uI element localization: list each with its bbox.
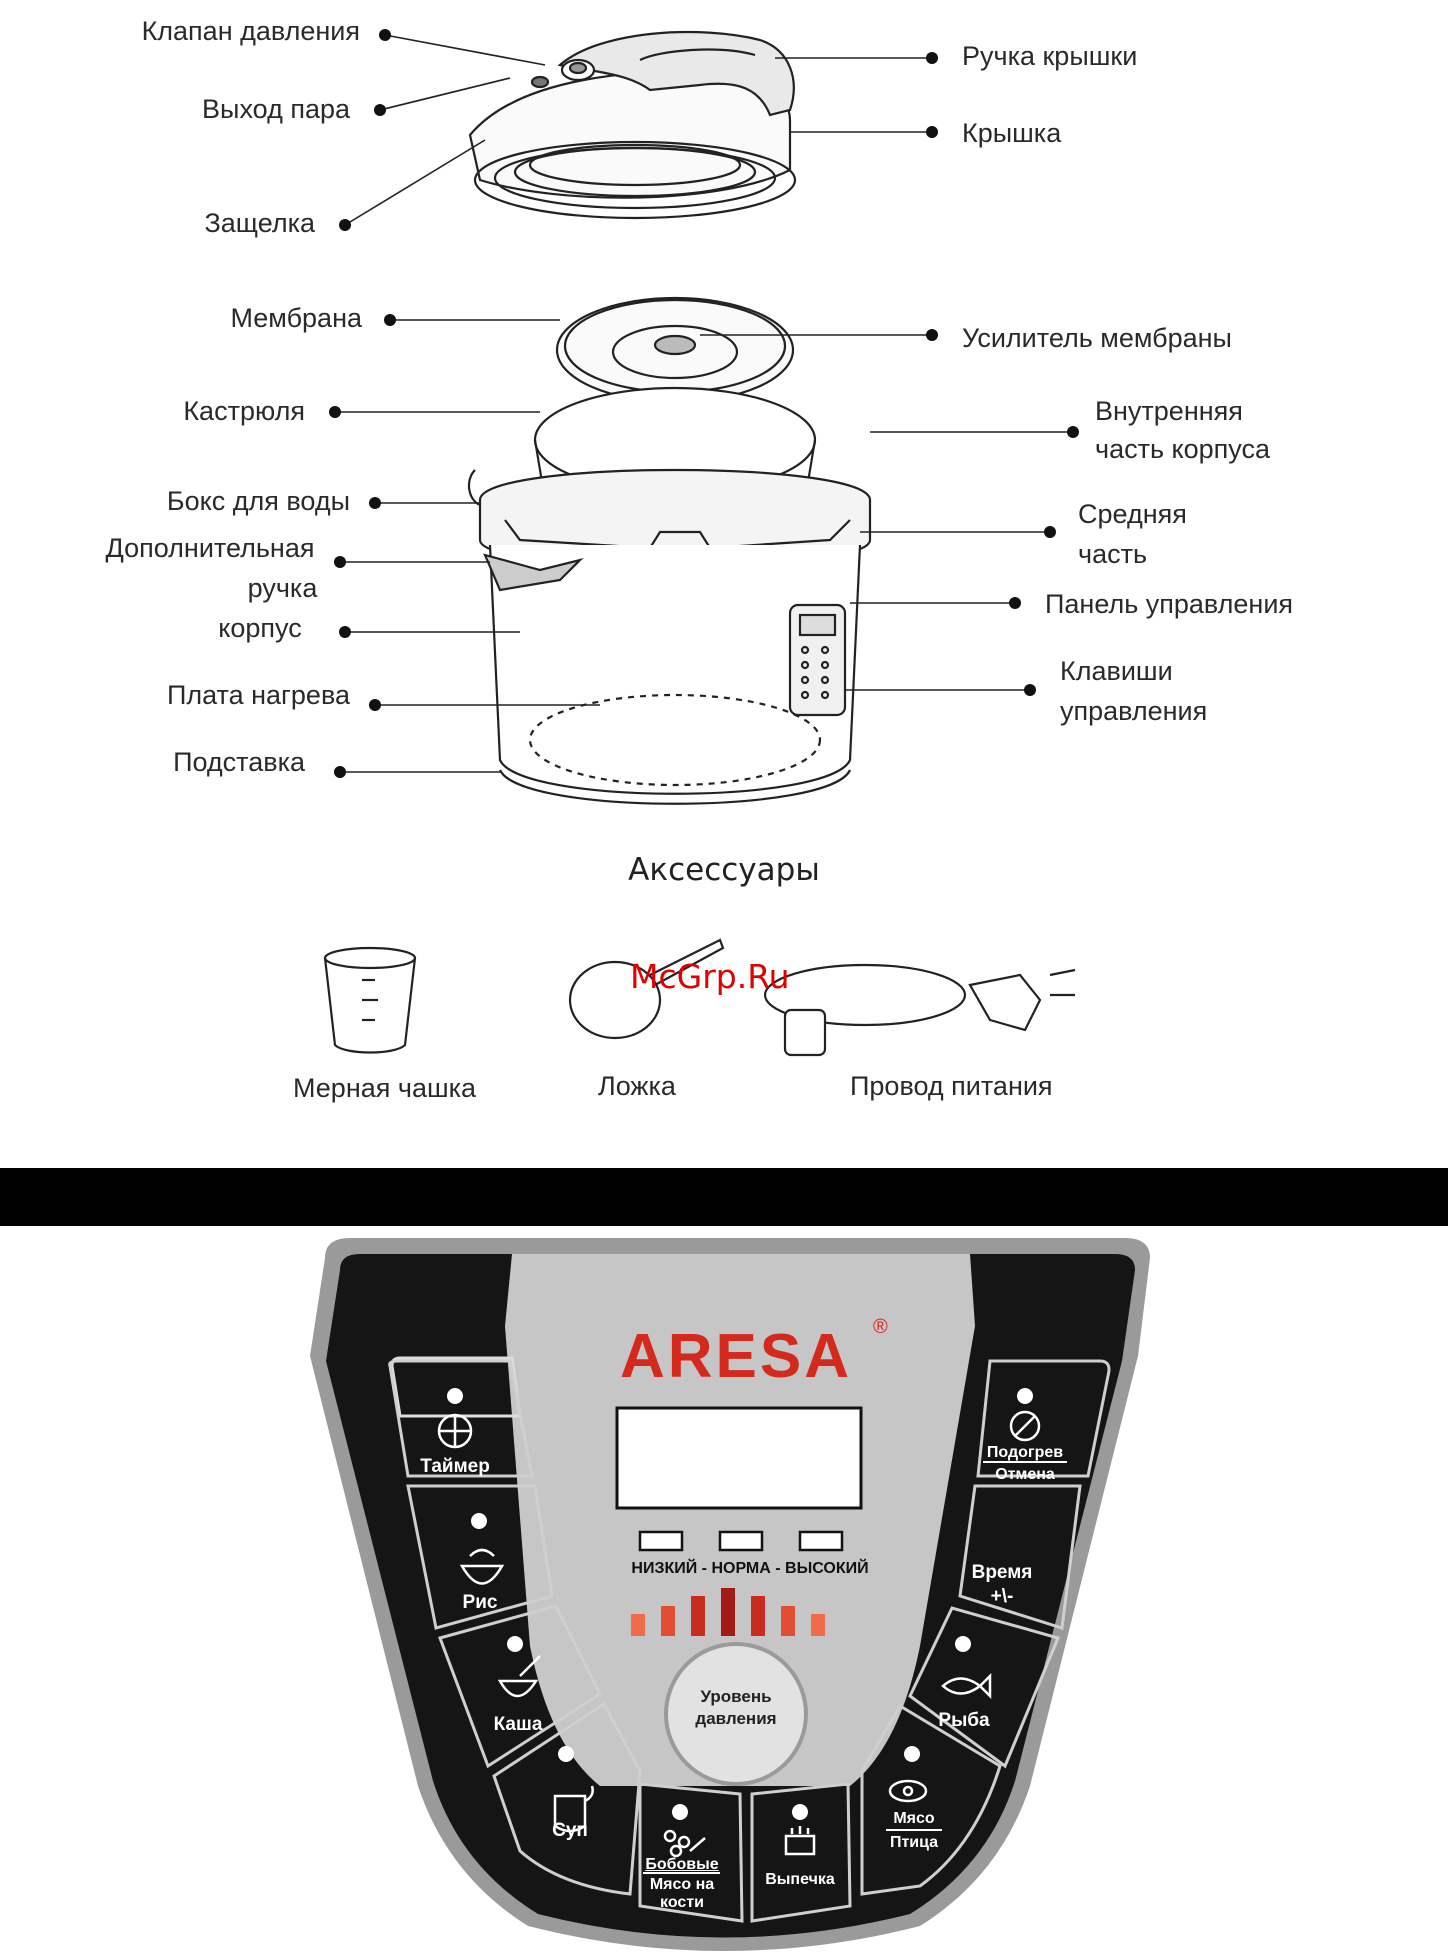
label-steam-outlet: Выход пара [202, 94, 350, 124]
fish-button[interactable]: Рыба [938, 1710, 990, 1731]
label-extra-handle-2: ручка [247, 573, 318, 603]
timer-button[interactable]: Таймер [420, 1456, 490, 1477]
label-middle-2: часть [1078, 539, 1148, 569]
lcd-display [615, 1406, 863, 1510]
label-stand: Подставка [173, 747, 305, 777]
pressure-bar [751, 1596, 765, 1636]
label-control-keys-2: управления [1060, 696, 1208, 726]
pressure-bar [811, 1614, 825, 1636]
measuring-cup-drawing [323, 946, 417, 1054]
registered-mark: ® [873, 1316, 888, 1338]
button-outlines [388, 1359, 1111, 1923]
pressure-levels-label: НИЗКИЙ - НОРМА - ВЫСОКИЙ [631, 1560, 869, 1577]
timer-icon [437, 1413, 473, 1449]
porridge-button[interactable]: Каша [493, 1714, 543, 1735]
label-pressure-valve: Клапан давления [141, 16, 360, 46]
label-middle-1: Средняя [1078, 499, 1187, 529]
label-body: корпус [218, 613, 302, 643]
time-button[interactable]: Время [971, 1562, 1033, 1583]
fish-icon [941, 1672, 992, 1700]
label-power-cord: Провод питания [850, 1071, 1053, 1101]
pressure-level-line2: давления [695, 1709, 777, 1729]
label-latch: Защелка [204, 208, 315, 238]
watermark: McGrp.Ru [630, 957, 790, 996]
pressure-bar [661, 1606, 675, 1636]
label-lid: Крышка [962, 118, 1062, 148]
porridge-icon [497, 1655, 541, 1698]
control-panel-graphic [310, 1238, 1150, 1951]
baking-icon [784, 1826, 816, 1856]
leader-lines [335, 34, 1073, 773]
beans-icon [663, 1829, 706, 1858]
label-measuring-cup: Мерная чашка [293, 1073, 477, 1103]
soup-button[interactable]: Суп [552, 1820, 588, 1841]
pressure-bar [781, 1606, 795, 1636]
divider-band [0, 1168, 1448, 1226]
accessories-title: Аксессуары [628, 852, 820, 888]
warm-button[interactable]: Подогрев [986, 1444, 1064, 1461]
warm-icon [1009, 1410, 1041, 1442]
leader-dots [329, 29, 1079, 778]
beans-button[interactable]: Бобовые [645, 1856, 719, 1873]
label-lid-handle: Ручка крышки [962, 41, 1138, 71]
pressure-level-bars [631, 1588, 825, 1636]
time-plus-minus: +\- [990, 1586, 1014, 1607]
meat-on-bone-line1: Мясо на [649, 1876, 715, 1893]
label-membrane-amplifier: Усилитель мембраны [962, 323, 1232, 353]
cancel-button[interactable]: Отмена [995, 1466, 1055, 1483]
rice-button[interactable]: Рис [462, 1592, 498, 1613]
label-extra-handle-1: Дополнительная [105, 533, 315, 563]
pressure-level-line1: Уровень [700, 1687, 772, 1706]
label-heating-plate: Плата нагрева [166, 680, 350, 710]
indicator-leds [447, 1388, 1033, 1820]
control-panel: ARESA ® НИЗКИЙ - НОРМА - ВЫСОКИЙ Уровень… [0, 1226, 1448, 1955]
label-control-panel: Панель управления [1045, 589, 1294, 619]
label-water-box: Бокс для воды [166, 486, 350, 516]
spoon-drawing [568, 938, 725, 1040]
label-control-keys-1: Клавиши [1060, 656, 1173, 686]
lid-drawing [468, 30, 797, 220]
label-pot: Кастрюля [183, 396, 305, 426]
label-inner-body-2: часть корпуса [1095, 434, 1270, 464]
body-drawing [467, 468, 872, 805]
poultry-button[interactable]: Птица [889, 1834, 939, 1851]
rice-icon [459, 1548, 505, 1585]
pressure-bar [691, 1596, 705, 1636]
pressure-level-button[interactable]: Уровень давления [680, 1686, 792, 1730]
pressure-level-button-shape [664, 1642, 808, 1786]
power-cord-drawing [763, 963, 1076, 1057]
meat-button[interactable]: Мясо [893, 1810, 935, 1827]
label-inner-body-1: Внутренняя [1095, 396, 1243, 426]
soup-icon [553, 1785, 594, 1833]
exploded-diagram: Клапан давления Выход пара Защелка Ручка… [105, 16, 1294, 1103]
brand-logo: ARESA [620, 1322, 853, 1391]
membrane-drawing [555, 296, 795, 404]
pressure-cooker-drawing [323, 29, 1079, 1057]
meat-on-bone-line2: кости [660, 1894, 704, 1911]
label-spoon: Ложка [598, 1071, 676, 1101]
label-membrane: Мембрана [230, 303, 363, 333]
baking-button[interactable]: Выпечка [765, 1871, 835, 1888]
meat-icon [888, 1779, 928, 1803]
pressure-bar [631, 1614, 645, 1636]
pressure-bar [721, 1588, 735, 1636]
